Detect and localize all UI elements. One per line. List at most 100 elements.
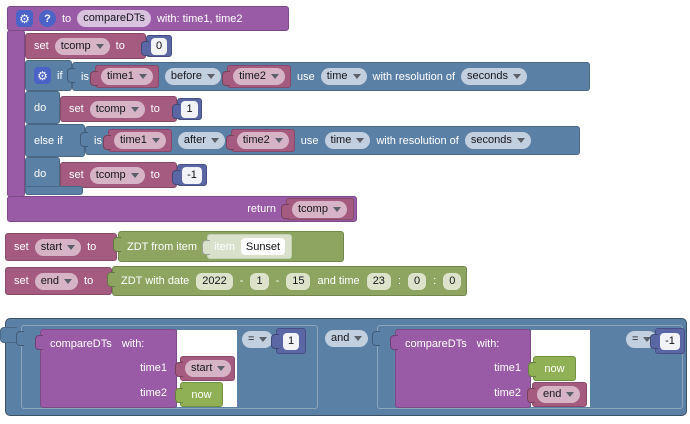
datetime-compare-block[interactable]: is time1 before time2 use time with reso… xyxy=(67,62,590,91)
variable-block[interactable]: end xyxy=(527,382,587,407)
dropdown-arrow-icon xyxy=(513,74,522,79)
set-variable-block[interactable]: set tcomp to xyxy=(60,96,177,122)
item-block[interactable]: item Sunset xyxy=(202,234,293,259)
now-label: now xyxy=(544,362,565,375)
number-block[interactable]: 1 xyxy=(271,328,306,354)
set-variable-block[interactable]: set end to xyxy=(5,267,112,295)
dropdown-arrow-icon xyxy=(356,138,365,143)
is-label: is xyxy=(94,134,102,147)
zdt-with-date-label: ZDT with date xyxy=(121,275,190,287)
variable-block[interactable]: time2 xyxy=(225,129,295,152)
day-field[interactable]: 15 xyxy=(286,272,311,290)
and-dropdown[interactable]: and xyxy=(325,330,369,347)
variable-block[interactable]: time1 xyxy=(102,129,172,152)
if-do-strip[interactable]: do xyxy=(25,91,60,124)
variable-dropdown[interactable]: tcomp xyxy=(89,100,145,118)
variable-dropdown[interactable]: tcomp xyxy=(54,37,110,55)
dropdown-arrow-icon xyxy=(566,392,575,397)
minute-field[interactable]: 0 xyxy=(408,272,427,290)
separator-label: - xyxy=(275,275,280,287)
now-block[interactable]: now xyxy=(175,382,223,407)
zdt-from-item-block[interactable]: ZDT from item item Sunset xyxy=(113,231,344,262)
resolution-dropdown[interactable]: seconds xyxy=(464,132,531,149)
variable-dropdown[interactable]: tcomp xyxy=(89,166,145,184)
number-block[interactable]: -1 xyxy=(650,328,685,354)
variable-block[interactable]: tcomp xyxy=(281,198,354,220)
variable-dropdown[interactable]: tcomp xyxy=(292,200,347,218)
now-block[interactable]: now xyxy=(528,356,576,381)
number-field[interactable]: -1 xyxy=(182,166,202,184)
zdt-with-date-block[interactable]: ZDT with date 2022 - 1 - 15 and time 23 … xyxy=(107,266,467,296)
variable-dropdown[interactable]: time1 xyxy=(100,68,153,85)
dropdown-arrow-icon xyxy=(354,336,363,341)
variable-dropdown[interactable]: start xyxy=(34,238,82,256)
number-field[interactable]: -1 xyxy=(660,332,680,350)
set-variable-block[interactable]: set tcomp to xyxy=(25,33,146,59)
dropdown-arrow-icon xyxy=(151,138,160,143)
number-block[interactable]: 0 xyxy=(141,35,172,57)
dropdown-arrow-icon xyxy=(217,366,226,371)
function-name-field[interactable]: compareDTs xyxy=(77,10,151,27)
variable-block[interactable]: time2 xyxy=(222,65,291,88)
variable-dropdown[interactable]: start xyxy=(185,360,232,377)
set-variable-block[interactable]: set start to xyxy=(5,233,117,261)
if-block-footer[interactable] xyxy=(25,186,83,195)
to-label: to xyxy=(115,40,125,52)
variable-dropdown[interactable]: end xyxy=(34,272,79,290)
equals-dropdown[interactable]: = xyxy=(242,331,274,348)
second-field[interactable]: 0 xyxy=(443,272,462,290)
variable-block[interactable]: start xyxy=(175,356,235,381)
datetime-compare-block[interactable]: is time1 after time2 use time with resol… xyxy=(80,126,580,155)
to-label: to xyxy=(87,241,97,253)
item-picker-field[interactable]: Sunset xyxy=(240,238,286,255)
hour-field[interactable]: 23 xyxy=(366,272,391,290)
gear-icon[interactable]: ⚙ xyxy=(34,67,51,84)
dropdown-arrow-icon xyxy=(516,138,525,143)
gear-icon[interactable]: ⚙ xyxy=(16,10,33,27)
zdt-from-item-label: ZDT from item xyxy=(127,240,198,253)
to-label: to xyxy=(150,169,160,181)
month-field[interactable]: 1 xyxy=(250,272,269,290)
elseif-do-strip[interactable]: do xyxy=(25,157,60,190)
number-block[interactable]: -1 xyxy=(172,164,207,186)
number-field[interactable]: 1 xyxy=(181,100,198,118)
param-label: time1 xyxy=(140,362,167,375)
equals-dropdown[interactable]: = xyxy=(626,331,658,348)
use-label: use xyxy=(300,134,319,147)
item-label: item xyxy=(214,240,235,253)
year-field[interactable]: 2022 xyxy=(196,272,233,290)
variable-block[interactable]: time1 xyxy=(89,65,159,88)
variable-dropdown[interactable]: end xyxy=(537,386,581,403)
param-label: time2 xyxy=(140,386,167,399)
number-field[interactable]: 1 xyxy=(282,332,300,350)
resolution-dropdown[interactable]: seconds xyxy=(461,68,528,85)
call-name-label: compareDTs xyxy=(405,338,467,351)
help-icon[interactable]: ? xyxy=(39,10,56,27)
dropdown-arrow-icon xyxy=(643,337,652,342)
operator-dropdown[interactable]: after xyxy=(177,132,225,149)
colon-label: : xyxy=(397,275,401,287)
source-dropdown[interactable]: time xyxy=(320,68,367,85)
variable-dropdown[interactable]: time2 xyxy=(233,68,285,85)
set-variable-block[interactable]: set tcomp to xyxy=(60,162,177,188)
call-name-label: compareDTs xyxy=(50,338,112,351)
variable-dropdown[interactable]: time2 xyxy=(236,132,289,149)
dropdown-arrow-icon xyxy=(352,74,361,79)
if-block-header[interactable]: ⚙ if xyxy=(25,60,72,91)
return-label: return xyxy=(247,203,276,215)
if-label: if xyxy=(57,69,63,82)
colon-label: : xyxy=(433,275,437,287)
variable-dropdown[interactable]: time1 xyxy=(113,132,166,149)
source-dropdown[interactable]: time xyxy=(324,132,371,149)
number-field[interactable]: 0 xyxy=(150,37,168,55)
operator-dropdown[interactable]: before xyxy=(164,68,222,85)
dropdown-arrow-icon xyxy=(207,74,216,79)
function-def-header[interactable]: ⚙ ? to compareDTs with: time1, time2 xyxy=(7,6,289,31)
elseif-strip[interactable]: else if xyxy=(25,124,85,157)
number-block[interactable]: 1 xyxy=(172,98,202,120)
function-def-spine[interactable] xyxy=(7,30,25,197)
set-label: set xyxy=(14,241,29,253)
